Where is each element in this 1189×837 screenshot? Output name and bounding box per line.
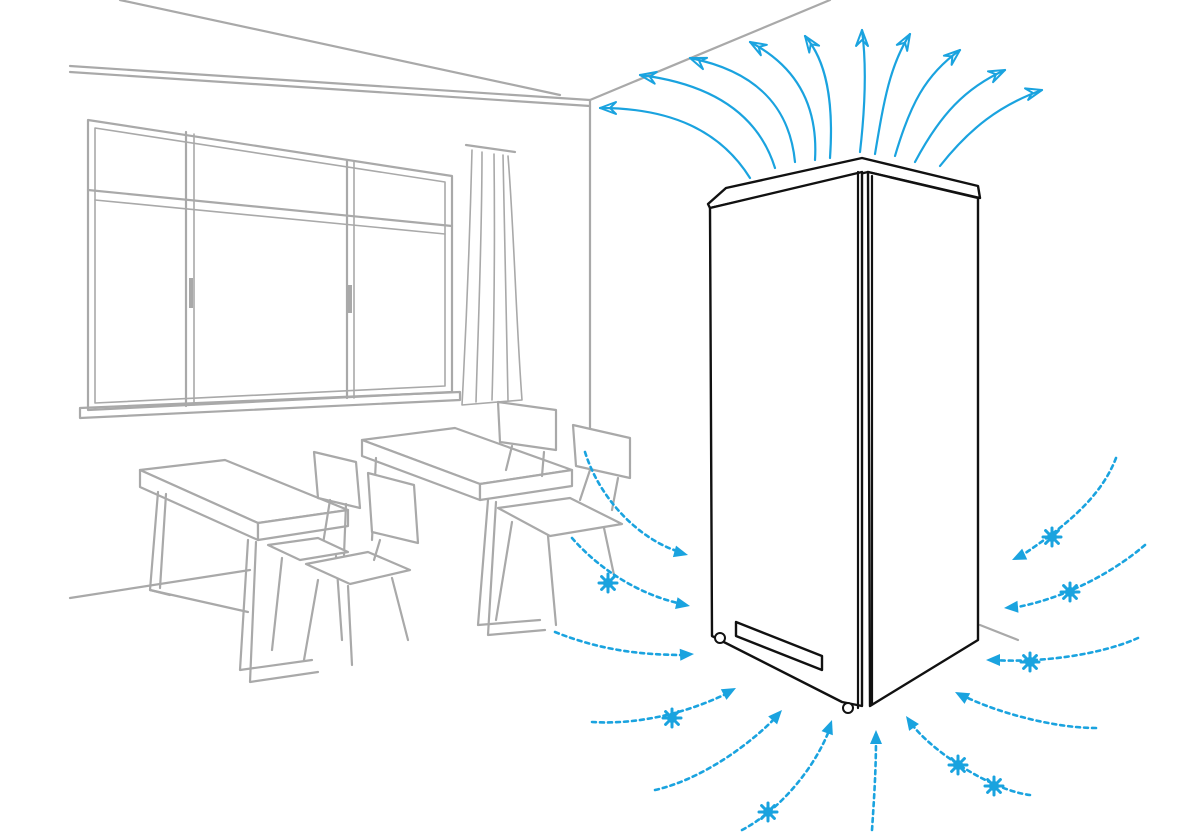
window-sill [80, 392, 460, 418]
back-wall-top-line [590, 0, 830, 100]
dotted-arrow-icon [1003, 601, 1018, 614]
curtain [462, 145, 522, 405]
dotted-arrow-icon [986, 654, 1000, 666]
outflow-arrow [940, 90, 1042, 166]
outflow-arrow [875, 34, 910, 154]
right-floor-line [980, 625, 1018, 640]
dust-particle-icon [1021, 653, 1039, 671]
outflow-arrows [600, 30, 1044, 178]
dotted-arrow-icon [675, 597, 691, 612]
window [80, 120, 460, 418]
outflow-arrow [600, 108, 750, 178]
inflow-arrow [910, 722, 1030, 795]
dust-particle-icon [663, 709, 681, 727]
dotted-arrow-icon [901, 713, 919, 731]
dotted-arrow-icon [680, 648, 695, 661]
dotted-arrow-icon [952, 687, 970, 704]
dust-particle-icon [949, 756, 967, 774]
inflow-arrow [592, 692, 730, 722]
inflow-arrow [742, 728, 830, 830]
wheel [715, 633, 725, 643]
dust-particle-icon [759, 803, 777, 821]
outflow-arrow [690, 58, 795, 162]
inflow-arrow [1018, 458, 1116, 558]
dotted-arrow-icon [822, 718, 838, 735]
left-wall-top-line [70, 66, 590, 100]
wheel [843, 703, 853, 713]
air-purifier-unit [708, 158, 980, 713]
chair [268, 452, 360, 650]
ceiling-edge [120, 0, 560, 95]
window-frame [88, 120, 452, 410]
dust-particle-icon [1043, 528, 1061, 546]
dust-particle-icon [599, 574, 617, 592]
inflow-arrow [1012, 545, 1145, 608]
unit-front-face [710, 172, 862, 706]
inflow-arrow [572, 538, 682, 604]
outflow-arrow [640, 75, 775, 168]
inflow-arrow [872, 738, 876, 830]
dotted-arrow-icon [870, 730, 882, 744]
outflow-arrow [860, 30, 865, 152]
dust-particle-icon [1061, 583, 1079, 601]
dotted-arrow-icon [673, 546, 690, 561]
dotted-arrow-icon [721, 683, 739, 700]
window-handle [189, 278, 193, 308]
inflow-arrow [555, 632, 686, 655]
dotted-arrow-icon [1009, 549, 1027, 566]
outflow-arrow [805, 36, 831, 158]
outflow-arrow [750, 42, 815, 160]
dust-particle-icon [985, 777, 1003, 795]
unit-side-face [868, 172, 978, 706]
inflow-arrow [992, 638, 1138, 661]
inflow-arrow [962, 695, 1096, 728]
